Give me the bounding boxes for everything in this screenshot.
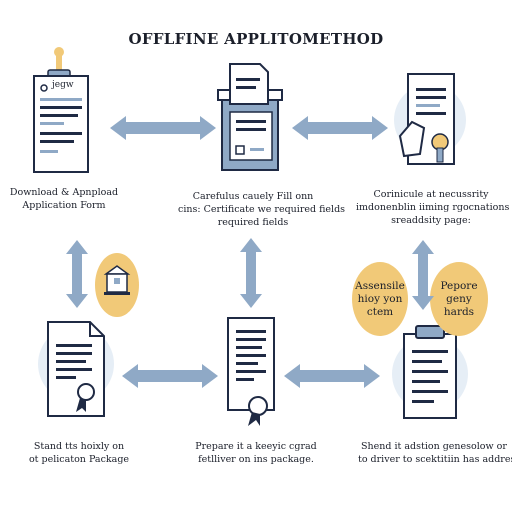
document-seal-icon (227, 317, 275, 426)
step-3-certificate (390, 64, 470, 184)
arrow-step1-step2 (110, 116, 216, 140)
arrow-step4-step5 (122, 364, 218, 388)
arrow-step1-step4 (66, 240, 88, 308)
signed-certificate-icon (394, 73, 466, 165)
note-badge-left: Assensile hioy yon ctem (352, 262, 408, 336)
arrow-step2-step5 (240, 238, 262, 308)
arrow-step2-step3 (292, 116, 388, 140)
step-6-clipboard (386, 316, 476, 426)
arrow-step3-step6 (412, 240, 434, 310)
step-2-caption: Carefulus cauely Fill onn cins: Certific… (178, 191, 346, 228)
step-4-caption: Stand tts hoixly on ot pelicaton Package (28, 441, 130, 465)
application-form-icon (33, 47, 89, 173)
step-1-caption: Download & Apnpload Application Form (9, 187, 119, 211)
printer-document-icon (217, 63, 283, 171)
clipboard-document-icon (392, 325, 468, 419)
building-icon (95, 253, 139, 317)
form-label: jegw (52, 80, 74, 90)
certificate-seal-icon (38, 321, 114, 417)
building-badge (94, 250, 140, 320)
arrow-step5-step6 (284, 364, 380, 388)
step-5-caption: Prepare it a keeyic cgrad fetlliver on i… (195, 441, 317, 465)
step-5-document-seal (214, 310, 298, 430)
step-1-download-form: jegw (22, 40, 102, 180)
diagram-title: OFFLFINE APPLITOMETHOD (128, 30, 384, 48)
step-4-certificate-seal (34, 314, 118, 424)
note-badge-right: Pepore geny hards (430, 262, 488, 336)
step-6-caption: Shend it adstion genesolow or to driver … (358, 441, 512, 465)
step-3-caption: Corinicule at necussrity imdonenblin iim… (356, 189, 510, 226)
step-2-fill-fields (206, 56, 294, 176)
